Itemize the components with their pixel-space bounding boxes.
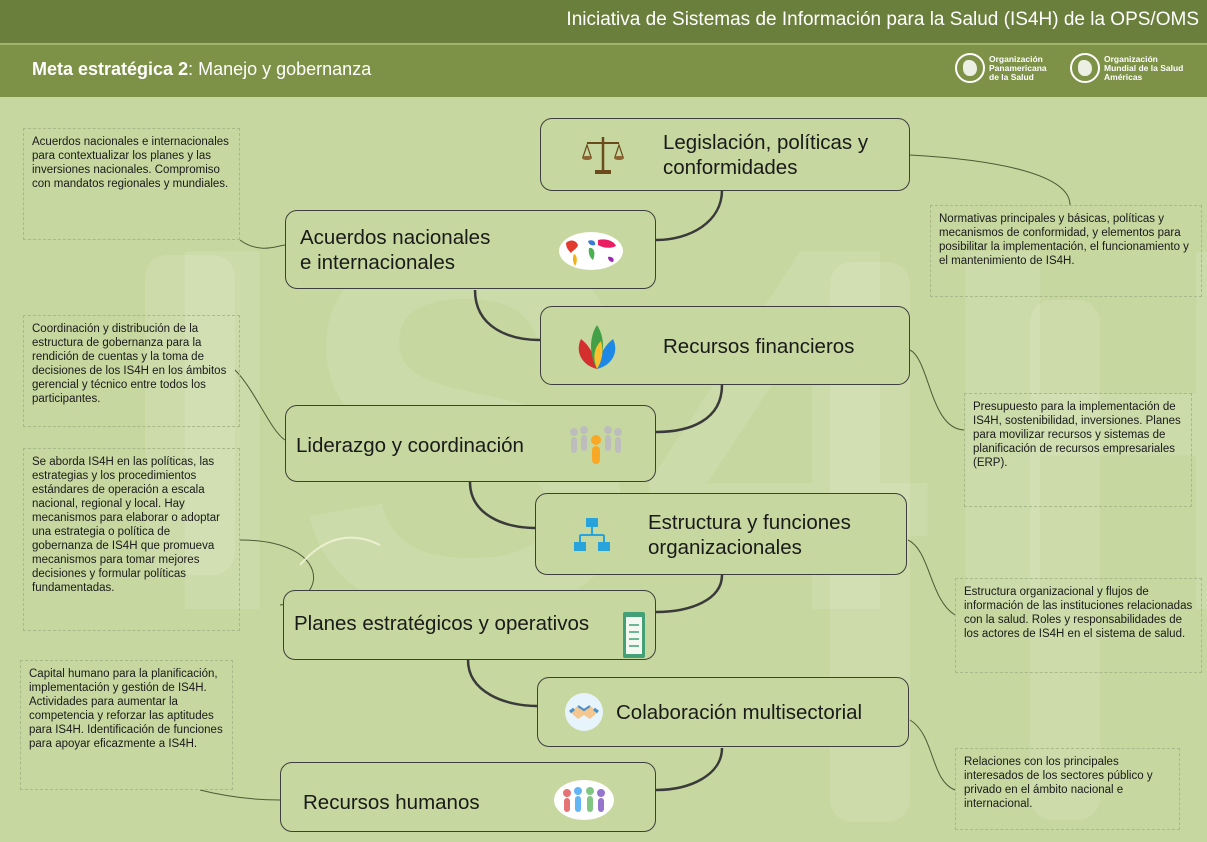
note-link-estructura [907, 539, 956, 616]
oms-emblem-icon [1070, 53, 1100, 83]
goal-bar: Meta estratégica 2: Manejo y gobernanza … [0, 43, 1207, 97]
connector-planes-colaboracion [466, 659, 538, 708]
note-link-liderazgo [234, 369, 286, 441]
highlight-curve-2 [299, 536, 381, 566]
node-colaboracion[interactable]: Colaboración multisectorial [537, 677, 909, 747]
decorative-pillar-far-right [1030, 300, 1100, 820]
note-legislacion: Normativas principales y básicas, políti… [930, 205, 1202, 297]
org-chart-icon [572, 516, 612, 561]
connector-legislacion-acuerdos [655, 189, 724, 242]
initiative-title: Iniciativa de Sistemas de Información pa… [566, 9, 1199, 30]
goal-prefix: Meta estratégica 2 [32, 59, 189, 79]
note-connectors [199, 154, 1071, 801]
decorative-pillar-left [145, 255, 235, 575]
main-connectors [466, 189, 724, 792]
note-estructura: Estructura organizacional y flujos de in… [955, 578, 1202, 673]
note-recursos-humanos: Capital humano para la planificación, im… [20, 660, 233, 790]
world-map-icon [558, 231, 624, 276]
connector-financieros-liderazgo [655, 384, 724, 434]
node-liderazgo[interactable]: Liderazgo y coordinación [285, 405, 656, 482]
node-label-liderazgo: Liderazgo y coordinación [296, 434, 524, 457]
note-link-financieros [909, 349, 966, 431]
node-recursos-financieros[interactable]: Recursos financieros [540, 306, 910, 385]
note-colaboracion: Relaciones con los principales interesad… [955, 748, 1180, 830]
note-link-legislacion [909, 154, 1071, 206]
connector-acuerdos-financieros [473, 289, 541, 342]
scales-icon [581, 133, 625, 182]
connector-estructura-planes [655, 574, 724, 614]
node-label-recursos-financieros: Recursos financieros [663, 335, 855, 358]
connector-colaboracion-humanos [655, 747, 724, 792]
goal-suffix: : Manejo y gobernanza [188, 59, 372, 79]
node-label-planes: Planes estratégicos y operativos [294, 612, 590, 635]
people-group-icon [566, 422, 626, 471]
connector-liderazgo-estructura [468, 481, 536, 530]
note-acuerdos: Acuerdos nacionales e internacionales pa… [23, 128, 240, 240]
leaves-icon [571, 321, 623, 378]
note-recursos-financieros: Presupuesto para la implementación de IS… [964, 393, 1192, 507]
handshake-icon [564, 692, 604, 737]
node-label-colaboracion: Colaboración multisectorial [616, 701, 863, 724]
node-planes[interactable]: Planes estratégicos y operativos [283, 590, 656, 660]
node-recursos-humanos[interactable]: Recursos humanos [280, 762, 656, 832]
title-bar: Iniciativa de Sistemas de Información pa… [0, 0, 1207, 43]
strategic-goal-title: Meta estratégica 2: Manejo y gobernanza [32, 59, 371, 80]
node-label-recursos-humanos: Recursos humanos [303, 791, 480, 814]
clipboard-icon [622, 611, 646, 664]
note-link-colaboracion [909, 719, 956, 791]
note-planes: Se aborda IS4H en las políticas, las est… [23, 448, 240, 631]
note-link-acuerdos [239, 239, 286, 249]
note-liderazgo: Coordinación y distribución de la estruc… [23, 315, 240, 427]
note-link-humanos [199, 789, 281, 801]
ops-emblem-icon [955, 53, 985, 83]
team-icon [553, 779, 615, 826]
